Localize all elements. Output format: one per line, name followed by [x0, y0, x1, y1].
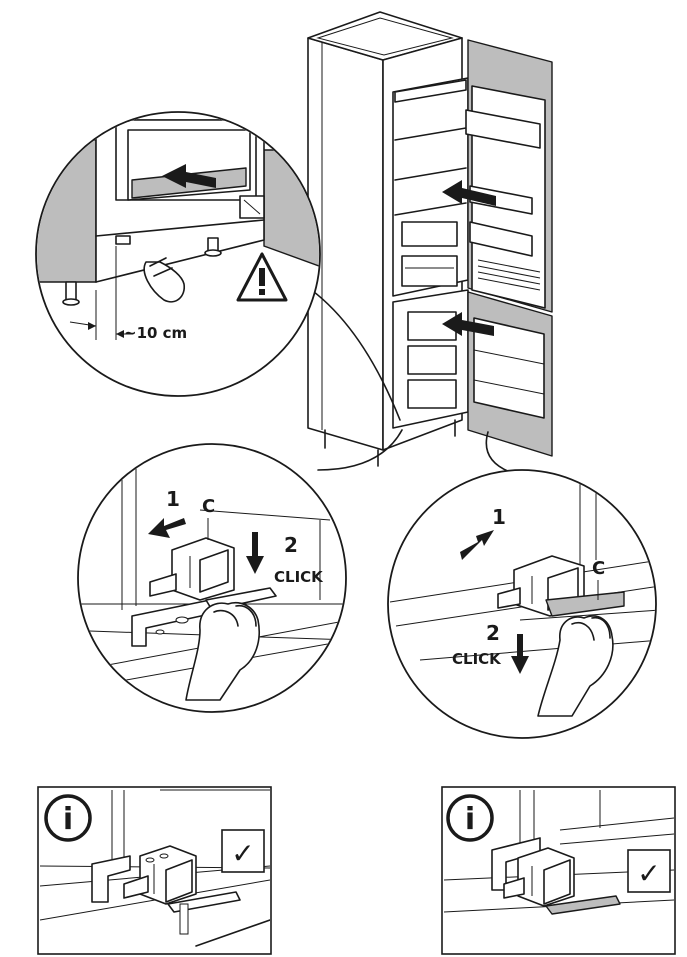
part-c-label: C — [592, 558, 605, 579]
info-icon: i — [44, 794, 92, 842]
warning-icon — [236, 252, 288, 302]
part-c-label: C — [202, 496, 215, 517]
info-symbol: i — [465, 802, 475, 837]
fridge-arrow-bottom — [442, 312, 494, 336]
fridge-arrow-top — [442, 180, 496, 206]
arrow-icon — [460, 530, 494, 560]
arrow-icon — [511, 634, 529, 674]
step-1-label: 1 — [166, 487, 180, 511]
info-panel-left: i ✓ — [37, 786, 272, 955]
fridge-doors — [465, 39, 553, 457]
click-label: CLICK — [452, 650, 502, 668]
info-symbol: i — [63, 802, 73, 837]
detail-circle-top: ~10 cm — [35, 111, 321, 397]
hand-icon — [185, 602, 260, 701]
click-label: CLICK — [274, 568, 324, 586]
hand-icon — [537, 615, 614, 717]
check-symbol: ✓ — [637, 857, 660, 890]
step-1-label: 1 — [492, 505, 506, 529]
checkmark-icon: ✓ — [221, 829, 265, 873]
step-2-label: 2 — [284, 533, 298, 557]
callout-connector-left — [317, 429, 403, 471]
check-symbol: ✓ — [231, 837, 254, 870]
arrow-icon — [148, 518, 186, 538]
door-vent — [477, 259, 541, 291]
info-panel-right: i ✓ — [441, 786, 676, 955]
checkmark-icon: ✓ — [627, 849, 671, 893]
fridge-cabinet — [307, 11, 469, 467]
info-icon: i — [446, 794, 494, 842]
hand-icon — [143, 257, 186, 303]
detail-circle-left: 1 C 2 CLICK — [77, 443, 347, 713]
step-2-label: 2 — [486, 621, 500, 645]
dimension-label: ~10 cm — [124, 324, 187, 342]
detail-circle-right: 1 C 2 CLICK — [387, 469, 657, 739]
arrow-icon — [246, 532, 264, 574]
push-arrow-icon — [162, 164, 216, 188]
callout-connector-right — [485, 431, 511, 473]
